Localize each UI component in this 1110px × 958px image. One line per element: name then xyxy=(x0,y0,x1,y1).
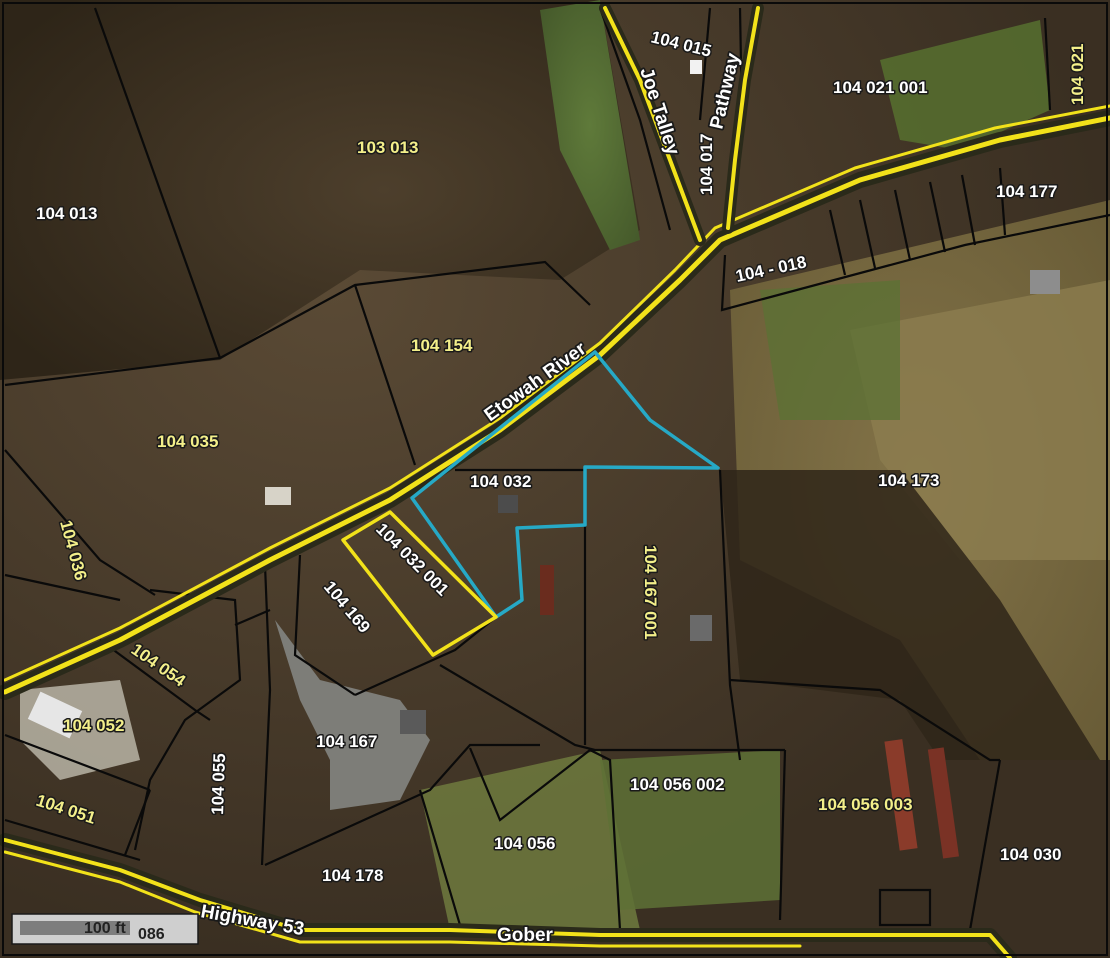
dark-woods xyxy=(720,470,1100,760)
barn-roof xyxy=(927,747,959,859)
parking-lot xyxy=(275,620,430,810)
house-roof xyxy=(265,487,291,505)
parcel-label[interactable]: 104 173 xyxy=(877,470,941,492)
scale-bar: 100 ft 086 xyxy=(11,913,199,945)
parcel-label[interactable]: 104 021 001 xyxy=(832,77,930,99)
parcel-label[interactable]: 104 167 xyxy=(315,731,379,753)
house-roof xyxy=(690,60,702,74)
etowah-river-road xyxy=(2,115,1110,695)
parcel-label[interactable]: 104 167 001 xyxy=(640,544,662,642)
building-roof xyxy=(27,691,83,739)
parcel-label[interactable]: 104 035 xyxy=(156,431,220,453)
scale-bar-segment xyxy=(20,921,130,935)
parcel-label[interactable]: 104 013 xyxy=(35,203,99,225)
parcel-label[interactable]: 104 056 003 xyxy=(817,794,915,816)
green-field xyxy=(880,20,1050,150)
forest-area xyxy=(0,0,640,380)
green-field xyxy=(540,0,640,250)
green-field xyxy=(600,750,780,910)
parcel-label[interactable]: 104 021 xyxy=(1067,42,1089,106)
parcel-label[interactable]: 104 055 xyxy=(207,752,231,817)
parcel-label[interactable]: 104 178 xyxy=(321,865,385,887)
parcel-label[interactable]: 104 030 xyxy=(999,844,1063,866)
parcel-label[interactable]: 104 052 xyxy=(62,715,126,737)
pathway-road xyxy=(726,6,760,230)
barn-roof xyxy=(884,739,918,851)
parcel-label[interactable]: 103 013 xyxy=(356,137,420,159)
parcel-104-032-001-outline[interactable] xyxy=(341,510,498,657)
house-roof xyxy=(540,565,554,615)
parcel-label[interactable]: 104 056 xyxy=(493,833,557,855)
scale-bar-label: 100 ft xyxy=(84,920,126,937)
house-roof xyxy=(498,495,518,513)
etowah-river-road-edge xyxy=(3,104,1110,682)
house-roof xyxy=(400,710,426,734)
road-label-gober: Gober xyxy=(497,925,554,946)
house-roof xyxy=(1030,270,1060,294)
parcel-label[interactable]: 104 177 xyxy=(995,181,1059,203)
scale-bar-overlay-text: 086 xyxy=(138,926,165,943)
highway-53-road-edge xyxy=(3,850,802,948)
joe-talley-road xyxy=(603,6,702,242)
parcel-label[interactable]: 104 032 xyxy=(469,471,533,493)
parcel-boundaries xyxy=(4,7,1110,931)
highway-53-road xyxy=(3,838,1012,958)
green-field xyxy=(760,280,900,420)
parcel-label[interactable]: 104 154 xyxy=(410,335,475,357)
parcel-label[interactable]: 104 056 002 xyxy=(629,774,727,796)
green-field xyxy=(420,750,640,930)
house-roof xyxy=(690,615,712,641)
subject-parcel-104-032[interactable] xyxy=(410,350,720,619)
parcel-label[interactable]: 104 017 xyxy=(696,132,718,196)
